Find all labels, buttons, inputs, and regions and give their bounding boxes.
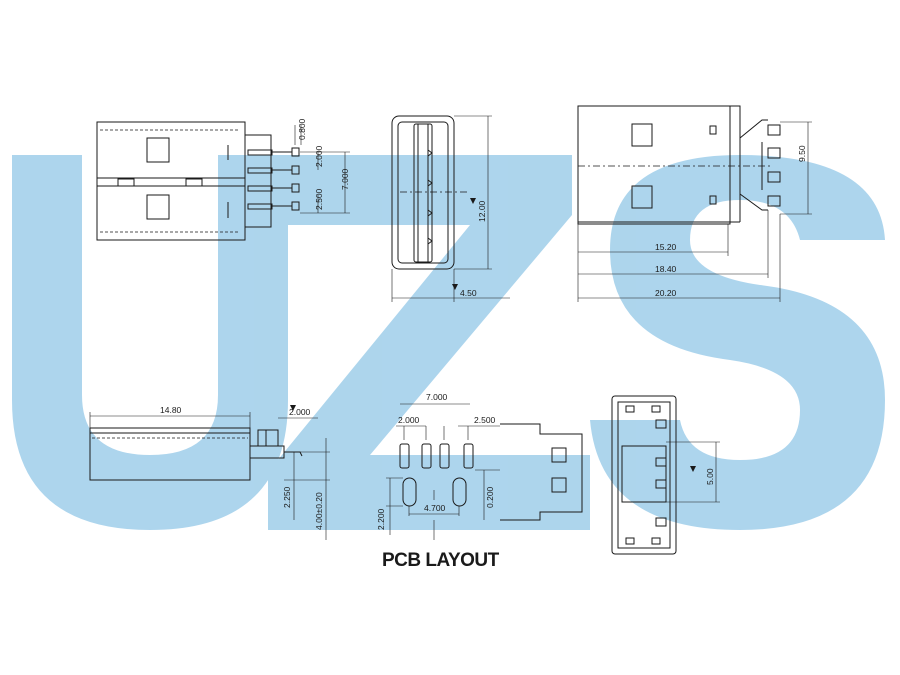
- dim-0-800: 0.800: [297, 118, 307, 140]
- front-shell-outline: [391, 115, 455, 270]
- contact-window-upper: [146, 137, 170, 163]
- dim-7-000-pcb: 7.000: [426, 392, 448, 402]
- dim-9-50: 9.50: [797, 145, 807, 162]
- top-left-view: 0.800 2.000 7.000 2.500: [96, 118, 350, 241]
- contact-window-lower: [146, 194, 170, 220]
- dim-18-40: 18.40: [655, 264, 677, 274]
- dim-2-000-bl: 2.000: [289, 407, 311, 417]
- dim-4-50: 4.50: [460, 288, 477, 298]
- dim-12-00: 12.00: [477, 200, 487, 222]
- dim-2-200-pcb: 2.200: [376, 508, 386, 530]
- pcb-layout: 7.000 2.000 2.500 2.200 4.700 0.200: [376, 392, 583, 571]
- pcb-layout-title: PCB LAYOUT: [382, 550, 500, 571]
- dim-4-00: 4.00±0.20: [314, 492, 324, 530]
- watermark-logo: [12, 155, 885, 530]
- dim-5-00: 5.00: [705, 468, 715, 485]
- dim-4-700-pcb: 4.700: [424, 503, 446, 513]
- dim-7-000: 7.000: [340, 168, 350, 190]
- dim-2-500: 2.500: [314, 188, 324, 210]
- watermark-letter-u: [12, 155, 288, 530]
- watermark-letter-z: [268, 155, 590, 530]
- dim-20-20: 20.20: [655, 288, 677, 298]
- bottom-left-view: 14.80 2.000 2.250 4.00±0.20: [89, 405, 330, 540]
- dim-2-000-pcb: 2.000: [398, 415, 420, 425]
- bottom-right-view: 5.00: [611, 395, 720, 555]
- dim-15-20: 15.20: [655, 242, 677, 252]
- side-body-outline: [577, 105, 731, 225]
- dim-2-500-pcb: 2.500: [474, 415, 496, 425]
- top-right-view: 9.50 15.20 18.40 20.20: [577, 105, 812, 302]
- pcb-pads: [399, 443, 474, 469]
- dim-14-80: 14.80: [160, 405, 182, 415]
- top-middle-view: 12.00 4.50: [391, 115, 510, 302]
- end-view-outline: [611, 395, 677, 555]
- watermark-letter-s: [590, 155, 885, 530]
- pins: [247, 147, 300, 211]
- dim-2-000: 2.000: [314, 145, 324, 167]
- dim-2-250: 2.250: [282, 486, 292, 508]
- dim-0-200-pcb: 0.200: [485, 486, 495, 508]
